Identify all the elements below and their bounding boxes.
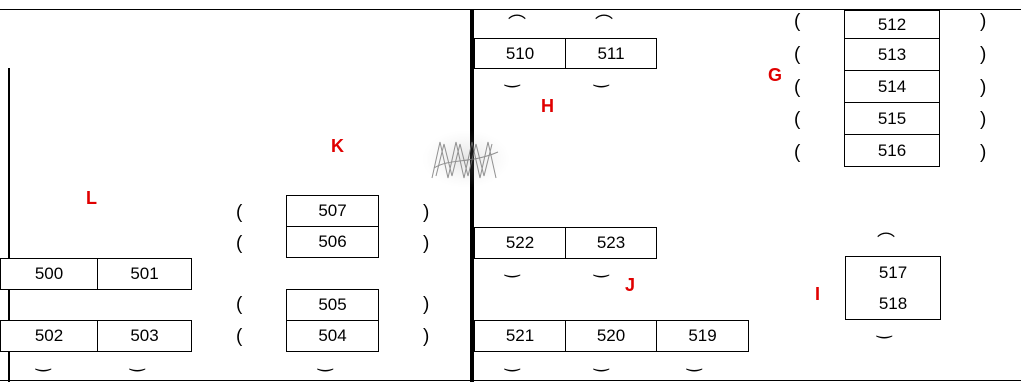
- chair-top-511: ⌒: [595, 14, 613, 34]
- seat-513[interactable]: 513: [844, 38, 940, 71]
- chair-right-513: ): [980, 44, 987, 65]
- chair-left-506: (: [236, 233, 243, 254]
- chair-left-505: (: [236, 294, 243, 315]
- seat-515[interactable]: 515: [844, 102, 940, 135]
- chair-left-507: (: [236, 202, 243, 223]
- seat-521[interactable]: 521: [474, 320, 566, 352]
- chair-bottom-511: ‿: [594, 67, 609, 87]
- seat-516[interactable]: 516: [844, 134, 940, 167]
- chair-bottom-522: ‿: [505, 257, 520, 277]
- seat-514[interactable]: 514: [844, 70, 940, 103]
- bottom-border-line: [0, 380, 1021, 381]
- chair-bottom-523: ‿: [594, 257, 609, 277]
- chair-bottom-519: ‿: [687, 351, 702, 371]
- chair-bottom-521: ‿: [505, 351, 520, 371]
- seat-523[interactable]: 523: [565, 227, 657, 259]
- seat-517-518[interactable]: 517 518: [845, 256, 941, 320]
- chair-top-510: ⌒: [508, 14, 526, 34]
- seat-506[interactable]: 506: [286, 226, 379, 258]
- center-divider-wall: [470, 9, 474, 382]
- chair-bottom-504: ‿: [318, 351, 333, 371]
- seat-519[interactable]: 519: [656, 320, 749, 352]
- chair-right-507: ): [423, 202, 430, 223]
- chair-right-514: ): [980, 77, 987, 98]
- wall-stub-j: [470, 198, 474, 228]
- seat-517-label: 517: [878, 262, 908, 282]
- region-label-j: J: [625, 275, 636, 295]
- chair-left-513: (: [794, 44, 801, 65]
- seat-505[interactable]: 505: [286, 289, 379, 321]
- chair-bottom-518: ‿: [877, 318, 892, 338]
- chair-left-514: (: [794, 77, 801, 98]
- seat-511[interactable]: 511: [565, 38, 657, 69]
- region-label-l: L: [86, 188, 97, 208]
- region-label-i: I: [815, 284, 821, 304]
- chair-bottom-503: ‿: [130, 351, 145, 371]
- chair-bottom-502: ‿: [36, 351, 51, 371]
- chair-bottom-520: ‿: [594, 351, 609, 371]
- region-label-k: K: [331, 136, 344, 156]
- region-label-h: H: [541, 96, 554, 116]
- chair-right-505: ): [423, 294, 430, 315]
- chair-top-517: ⌒: [877, 232, 895, 252]
- seat-522[interactable]: 522: [474, 227, 566, 259]
- chair-bottom-510: ‿: [505, 67, 520, 87]
- chair-left-515: (: [794, 109, 801, 130]
- chair-right-515: ): [980, 109, 987, 130]
- region-label-g: G: [768, 65, 783, 85]
- pattern-watermark-icon: [422, 130, 510, 188]
- seat-510[interactable]: 510: [474, 38, 566, 69]
- chair-right-512: ): [980, 11, 987, 32]
- top-border-line: [0, 9, 1021, 10]
- seat-502[interactable]: 502: [0, 320, 98, 352]
- seat-507[interactable]: 507: [286, 195, 379, 227]
- chair-left-516: (: [794, 142, 801, 163]
- chair-right-516: ): [980, 142, 987, 163]
- chair-left-512: (: [794, 11, 801, 32]
- seat-504[interactable]: 504: [286, 320, 379, 352]
- left-wall: [8, 68, 10, 382]
- seat-520[interactable]: 520: [565, 320, 657, 352]
- seat-512[interactable]: 512: [844, 10, 940, 39]
- chair-right-504: ): [423, 326, 430, 347]
- seat-500[interactable]: 500: [0, 258, 98, 290]
- seat-518-label: 518: [878, 293, 908, 313]
- seat-501[interactable]: 501: [97, 258, 192, 290]
- chair-right-506: ): [423, 233, 430, 254]
- chair-left-504: (: [236, 326, 243, 347]
- seat-503[interactable]: 503: [97, 320, 192, 352]
